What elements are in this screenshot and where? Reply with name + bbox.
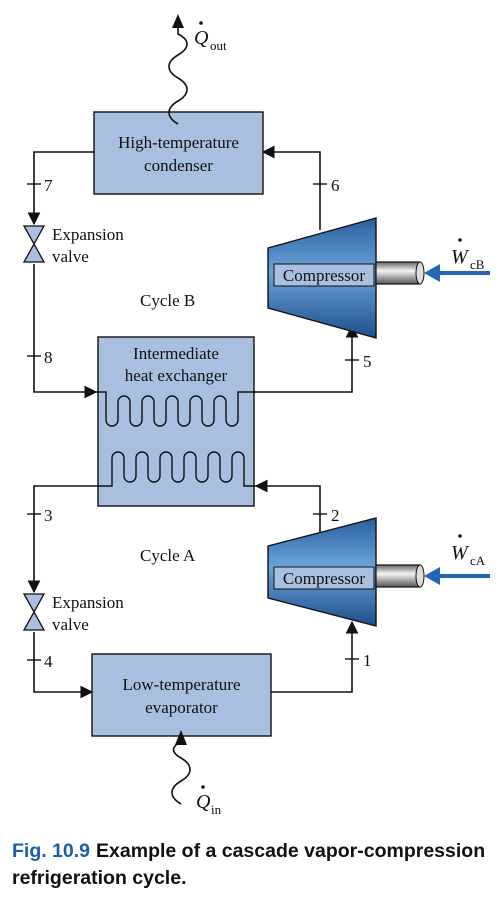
state-3-label: 3 [44, 506, 53, 525]
hx-coil-lower [96, 451, 256, 487]
pipe-evaporator-to-compressor-a [271, 620, 359, 693]
valve-b-label-line1: Expansion [52, 225, 124, 244]
q-in-subscript: in [211, 802, 222, 817]
compressor-b-label-bg [273, 263, 375, 287]
hx-coil-upper [96, 391, 256, 427]
figure-number: Fig. 10.9 [12, 840, 91, 862]
w-ca-symbol: W [451, 542, 470, 564]
low-temperature-evaporator: Low-temperature evaporator [91, 653, 272, 737]
cascade-refrigeration-diagram: 7 8 3 4 6 5 2 1 High-temperature condens… [22, 14, 490, 817]
state-ticks [27, 183, 359, 661]
hx-label-line1: Intermediate [133, 344, 219, 363]
evaporator-label-line1: Low-temperature [123, 675, 241, 694]
state-labels: 7 8 3 4 6 5 2 1 [44, 176, 372, 671]
expansion-valve-b: Expansion valve [22, 225, 124, 266]
w-ca-subscript: cA [470, 553, 486, 568]
state-6-label: 6 [331, 176, 340, 195]
hx-label-line2: heat exchanger [125, 366, 228, 385]
q-in-symbol: Q [196, 791, 211, 813]
expansion-valve-a: Expansion valve [22, 593, 124, 634]
state-1-label: 1 [363, 651, 372, 670]
compressor-b-label: Compressor [283, 266, 366, 285]
state-8-label: 8 [44, 348, 53, 367]
condenser-label-line2: condenser [144, 156, 213, 175]
heat-out-arrow [168, 14, 188, 125]
state-7-label: 7 [44, 176, 53, 195]
pipe-valve-b-to-hx [33, 264, 98, 399]
figure-caption-text: Example of a cascade vapor-compression r… [12, 840, 486, 889]
cycle-a-label: Cycle A [140, 546, 196, 565]
state-2-label: 2 [331, 506, 340, 525]
heat-in-arrow [171, 730, 191, 805]
q-out-subscript: out [210, 38, 227, 53]
valve-b-label-line2: valve [52, 247, 89, 266]
q-in-label: Q in [196, 785, 222, 817]
high-temperature-condenser: High-temperature condenser [93, 111, 264, 195]
pipe-hx-to-valve-a [27, 485, 96, 594]
pipe-condenser-to-valve-b [27, 151, 94, 226]
compressor-b-shaft [375, 261, 421, 285]
valve-a-label-line1: Expansion [52, 593, 124, 612]
condenser-label-line1: High-temperature [118, 133, 239, 152]
q-out-label: Q out [194, 21, 227, 53]
compressor-a-label-bg [273, 566, 375, 590]
w-cb-symbol: W [451, 246, 470, 268]
pipe-compressor-b-to-condenser [261, 145, 321, 230]
state-4-label: 4 [44, 652, 53, 671]
compressor-b: Compressor W cB [267, 217, 490, 339]
intermediate-heat-exchanger: Intermediate heat exchanger [96, 336, 256, 507]
state-5-label: 5 [363, 352, 372, 371]
valve-a-label-line2: valve [52, 615, 89, 634]
pipe-valve-a-to-evaporator [33, 632, 94, 699]
evaporator-label-line2: evaporator [145, 698, 218, 717]
compressor-a: Compressor W cA [267, 517, 490, 627]
compressor-a-shaft [375, 564, 421, 588]
q-out-symbol: Q [194, 27, 209, 49]
cycle-b-label: Cycle B [140, 291, 195, 310]
compressor-a-label: Compressor [283, 569, 366, 588]
pipe-hx-to-compressor-b [252, 324, 359, 393]
w-cb-subscript: cB [470, 257, 485, 272]
